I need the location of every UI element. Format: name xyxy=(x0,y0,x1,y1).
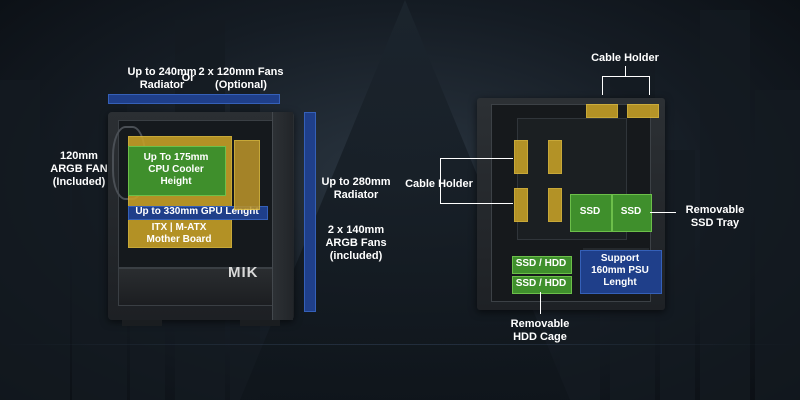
psu-shroud xyxy=(118,268,284,306)
hdd-slot-2-label: SSD / HDD xyxy=(515,278,567,289)
ram-slot-area xyxy=(234,140,260,210)
rear-fan-label: 120mm ARGB FAN (Included) xyxy=(50,150,108,188)
brand-logo: MIK xyxy=(228,264,259,281)
cable-holder-top-2 xyxy=(627,104,659,118)
cpu-cooler-area xyxy=(128,146,226,196)
cable-holder-v-2 xyxy=(548,140,562,174)
or-label: Or xyxy=(181,72,195,84)
cable-holder-left-label: Cable Holder xyxy=(405,178,473,190)
front-panel xyxy=(272,112,293,320)
psu-label: Support 160mm PSU Lenght xyxy=(591,253,649,288)
front-radiator-bar xyxy=(304,112,316,312)
ssd-left-label: SSD xyxy=(579,206,601,217)
ssd-right-label: SSD xyxy=(620,206,642,217)
hdd-slot-1-label: SSD / HDD xyxy=(515,258,567,269)
cpu-cooler-label: Up To 175mm CPU Cooler Height xyxy=(143,152,209,187)
ssd-slot-right xyxy=(612,194,652,232)
front-fans-label: 2 x 140mm ARGB Fans (included) xyxy=(325,224,387,262)
motherboard-label: ITX | M-ATX Mother Board xyxy=(146,222,212,245)
hdd-cage-label: Removable HDD Cage xyxy=(510,318,570,343)
cable-holder-top-1 xyxy=(586,104,618,118)
hdd-slot-1 xyxy=(512,256,572,274)
gpu-area xyxy=(128,206,268,220)
ssd-tray-label: Removable SSD Tray xyxy=(685,204,745,229)
ssd-slot-left xyxy=(570,194,612,232)
top-fans-label: 2 x 120mm Fans (Optional) xyxy=(198,66,284,91)
cable-holder-v-1 xyxy=(514,140,528,174)
gpu-label: Up to 330mm GPU Lenght xyxy=(135,206,259,217)
psu-area xyxy=(580,250,662,294)
cable-holder-top-label: Cable Holder xyxy=(591,52,659,64)
top-radiator-label: Up to 240mm Radiator xyxy=(127,66,197,91)
hdd-slot-2 xyxy=(512,276,572,294)
cable-holder-v-4 xyxy=(548,188,562,222)
cable-holder-v-3 xyxy=(514,188,528,222)
front-radiator-label: Up to 280mm Radiator xyxy=(321,176,391,201)
top-radiator-bar xyxy=(108,94,280,104)
